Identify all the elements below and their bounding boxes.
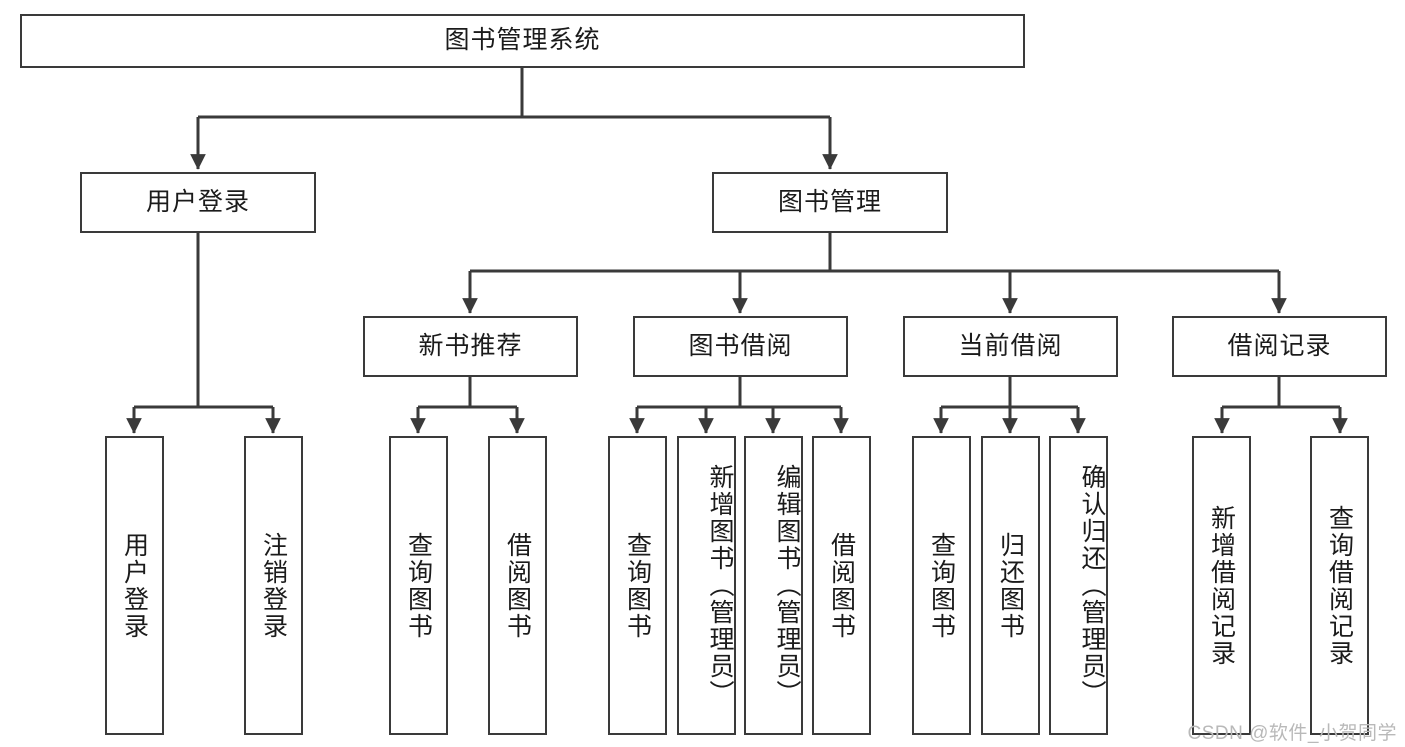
node-leaf-logout-login[interactable]: 注销登录 [244,436,303,735]
node-leaf-add-book-admin-label: 新增图书（管理员） [706,464,734,707]
node-leaf-confirm-return-admin[interactable]: 确认归还（管理员） [1049,436,1108,735]
node-leaf-add-borrow-record[interactable]: 新增借阅记录 [1192,436,1251,735]
node-leaf-user-login-label: 用户登录 [120,531,149,640]
csdn-watermark: CSDN @软件_小贺同学 [1187,723,1397,744]
node-root[interactable]: 图书管理系统 [20,14,1025,68]
node-leaf-edit-book-admin-label: 编辑图书（管理员） [773,464,801,707]
node-leaf-logout-login-label: 注销登录 [259,531,288,640]
node-leaf-edit-book-admin[interactable]: 编辑图书（管理员） [744,436,803,735]
node-new-book-recommend-label: 新书推荐 [418,331,523,360]
node-leaf-query-borrow-record-label: 查询借阅记录 [1325,504,1354,667]
node-leaf-return-book[interactable]: 归还图书 [981,436,1040,735]
node-book-borrow-label: 图书借阅 [688,331,793,360]
node-leaf-query-book-3-label: 查询图书 [927,531,956,640]
node-leaf-borrow-book-2[interactable]: 借阅图书 [812,436,871,735]
node-leaf-add-book-admin[interactable]: 新增图书（管理员） [677,436,736,735]
node-leaf-return-book-label: 归还图书 [996,531,1025,640]
node-new-book-recommend[interactable]: 新书推荐 [363,316,578,377]
node-leaf-borrow-book-1-label: 借阅图书 [503,531,532,640]
node-borrow-record[interactable]: 借阅记录 [1172,316,1387,377]
node-leaf-query-book-1-label: 查询图书 [404,531,433,640]
node-leaf-query-borrow-record[interactable]: 查询借阅记录 [1310,436,1369,735]
node-leaf-borrow-book-2-label: 借阅图书 [827,531,856,640]
node-leaf-query-book-3[interactable]: 查询图书 [912,436,971,735]
node-leaf-confirm-return-admin-label: 确认归还（管理员） [1078,464,1106,707]
node-leaf-query-book-2[interactable]: 查询图书 [608,436,667,735]
node-leaf-user-login[interactable]: 用户登录 [105,436,164,735]
node-book-management-label: 图书管理 [777,187,882,216]
node-leaf-add-borrow-record-label: 新增借阅记录 [1207,504,1236,667]
node-user-login-label: 用户登录 [145,187,250,216]
node-borrow-record-label: 借阅记录 [1227,331,1332,360]
node-leaf-query-book-2-label: 查询图书 [623,531,652,640]
node-current-borrow[interactable]: 当前借阅 [903,316,1118,377]
node-leaf-borrow-book-1[interactable]: 借阅图书 [488,436,547,735]
node-user-login[interactable]: 用户登录 [80,172,316,233]
node-book-borrow[interactable]: 图书借阅 [633,316,848,377]
node-leaf-query-book-1[interactable]: 查询图书 [389,436,448,735]
node-book-management[interactable]: 图书管理 [712,172,948,233]
node-current-borrow-label: 当前借阅 [958,331,1063,360]
node-root-label: 图书管理系统 [444,26,601,55]
